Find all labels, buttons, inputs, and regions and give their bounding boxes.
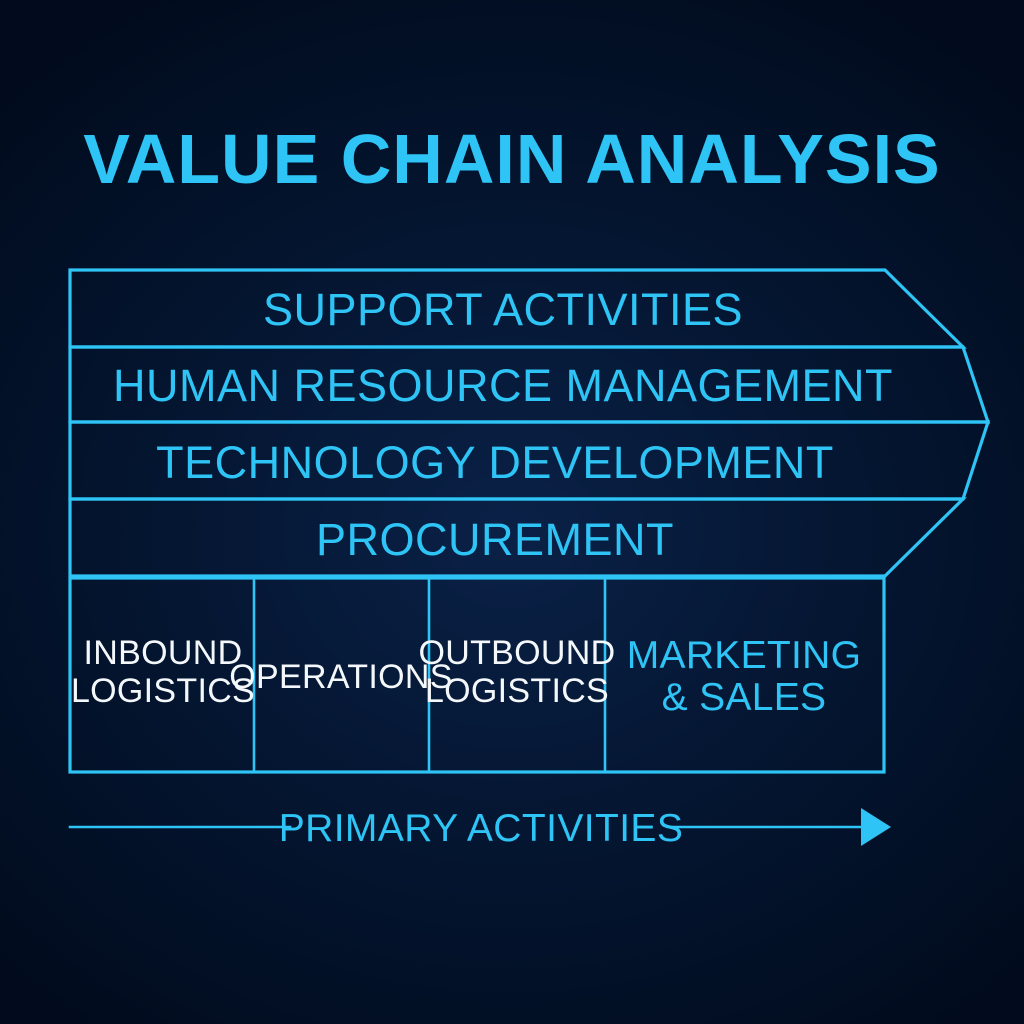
page-title: VALUE CHAIN ANALYSIS <box>83 120 941 198</box>
support-row-label-technology-development: TECHNOLOGY DEVELOPMENT <box>156 437 834 488</box>
primary-box-1-line1: INBOUND <box>84 634 243 672</box>
primary-box-4-line2: & SALES <box>662 676 827 719</box>
primary-box-3-line1: OUTBOUND <box>419 634 616 672</box>
support-band-3-outline <box>68 497 967 578</box>
support-activities-header-label: SUPPORT ACTIVITIES <box>263 284 743 335</box>
primary-box-2-line1: OPERATIONS <box>229 658 452 696</box>
support-row-label-human-resource-management: HUMAN RESOURCE MANAGEMENT <box>113 360 893 411</box>
arrow-right-icon <box>861 808 891 846</box>
primary-activities-row-outline <box>68 576 886 774</box>
support-row-label-procurement: PROCUREMENT <box>316 514 674 565</box>
primary-box-1-line2: LOGISTICS <box>71 672 255 710</box>
primary-box-3-line2: LOGISTICS <box>425 672 609 710</box>
primary-activities-footer-label: PRIMARY ACTIVITIES <box>279 807 684 850</box>
primary-box-4-line1: MARKETING <box>627 634 862 677</box>
